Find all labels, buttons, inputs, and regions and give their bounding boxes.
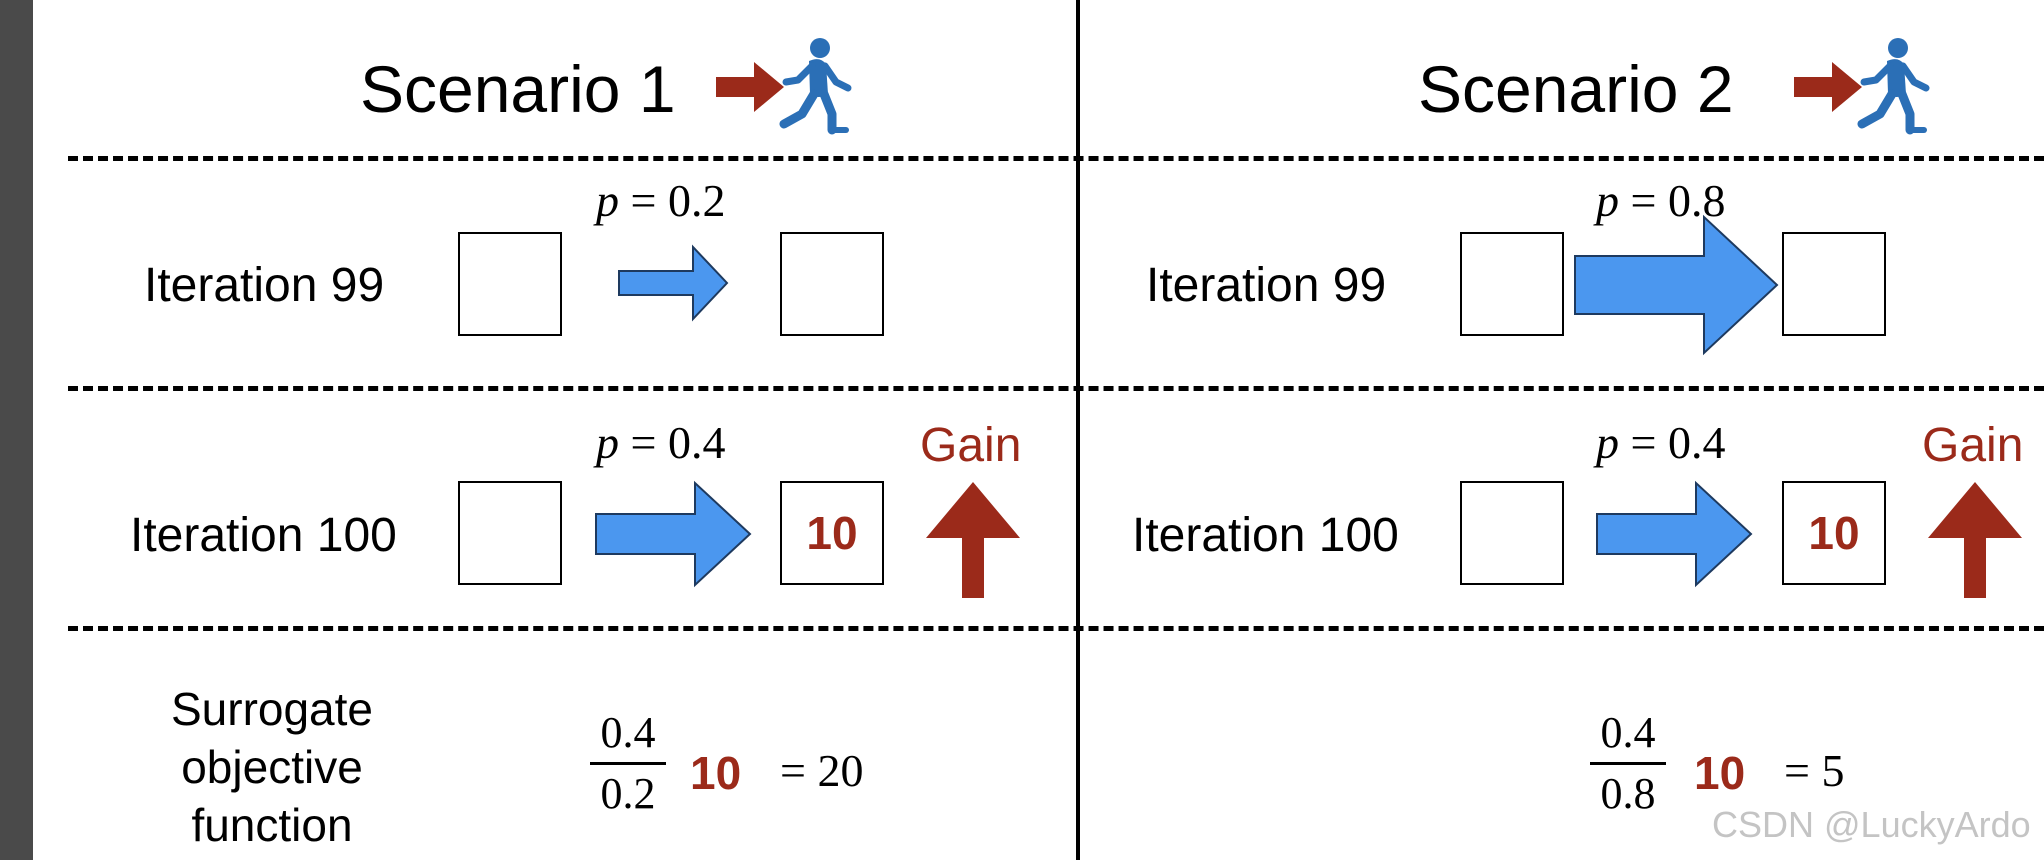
s2-iter99-label: Iteration 99 (1146, 259, 1387, 312)
runner-icon (779, 38, 852, 135)
ratio-numerator: 0.4 (1600, 708, 1656, 757)
runner-icon (1857, 38, 1930, 135)
equals-sign: = (630, 175, 657, 226)
blue-arrow-right-icon (1574, 214, 1779, 356)
s2-iter99-next-box (1782, 232, 1886, 336)
s1-iter99-state-box (458, 232, 562, 336)
s1-gain-label: Gain (920, 419, 1022, 472)
p-symbol: p (596, 175, 619, 226)
fraction-bar (590, 762, 666, 765)
red-arrow-right-icon (716, 62, 784, 112)
s2-iter99-prob: p = 0.8 (1596, 178, 1725, 224)
s1-iter100-reward-box: 10 (780, 481, 884, 585)
ratio-denominator: 0.2 (600, 769, 656, 818)
equals-sign: = (1630, 417, 1657, 468)
s2-ratio-fraction: 0.4 0.8 (1590, 708, 1666, 819)
probability-value: 0.4 (667, 417, 726, 468)
s2-iter100-reward-box: 10 (1782, 481, 1886, 585)
probability-value: 0.2 (667, 175, 726, 226)
surrogate-label-line2: objective (181, 741, 363, 793)
s2-surrogate-result: = 5 (1784, 745, 1845, 796)
s1-surrogate-result: = 20 (780, 745, 864, 796)
surrogate-label-line1: Surrogate (170, 683, 373, 735)
gain-up-arrow-icon (926, 482, 1020, 598)
blue-arrow-right-icon (1596, 480, 1753, 588)
s2-gain-label: Gain (1922, 419, 2024, 472)
probability-value: 0.4 (1667, 417, 1726, 468)
equals-sign: = (630, 417, 657, 468)
s1-ratio-fraction: 0.4 0.2 (590, 708, 666, 819)
s1-iter99-next-box (780, 232, 884, 336)
s2-iter100-state-box (1460, 481, 1564, 585)
scenario-1-title: Scenario 1 (360, 52, 676, 126)
row-separator-2 (68, 626, 2044, 631)
scenario-divider (1076, 0, 1080, 860)
gain-up-arrow-icon (1928, 482, 2022, 598)
s1-iter100-label: Iteration 100 (130, 509, 397, 562)
p-symbol: p (1596, 417, 1619, 468)
blue-arrow-right-icon (618, 244, 729, 322)
p-symbol: p (1596, 175, 1619, 226)
s1-iter99-prob: p = 0.2 (596, 178, 725, 224)
s2-iter100-label: Iteration 100 (1132, 509, 1399, 562)
surrogate-label-line3: function (191, 799, 353, 851)
row-separator-1 (68, 386, 2044, 391)
s1-iter100-state-box (458, 481, 562, 585)
s1-iter99-label: Iteration 99 (144, 259, 385, 312)
p-symbol: p (596, 417, 619, 468)
probability-value: 0.8 (1667, 175, 1726, 226)
s2-iter99-state-box (1460, 232, 1564, 336)
s1-iter100-prob: p = 0.4 (596, 420, 725, 466)
s2-iter100-prob: p = 0.4 (1596, 420, 1725, 466)
reward-value: 10 (1808, 507, 1860, 559)
fraction-bar (1590, 762, 1666, 765)
header-separator (68, 156, 2044, 161)
s1-reward-multiplier: 10 (690, 747, 742, 799)
ratio-denominator: 0.8 (1600, 769, 1656, 818)
ratio-numerator: 0.4 (600, 708, 656, 757)
watermark: CSDN @LuckyArdo (1712, 804, 2031, 845)
surrogate-objective-label: Surrogate objective function (100, 680, 444, 854)
blue-arrow-right-icon (595, 480, 752, 588)
s2-reward-multiplier: 10 (1694, 747, 1746, 799)
red-arrow-right-icon (1794, 62, 1862, 112)
equals-sign: = (1630, 175, 1657, 226)
reward-value: 10 (806, 507, 858, 559)
left-edge-bar (0, 0, 33, 860)
scenario-2-title: Scenario 2 (1418, 52, 1734, 126)
